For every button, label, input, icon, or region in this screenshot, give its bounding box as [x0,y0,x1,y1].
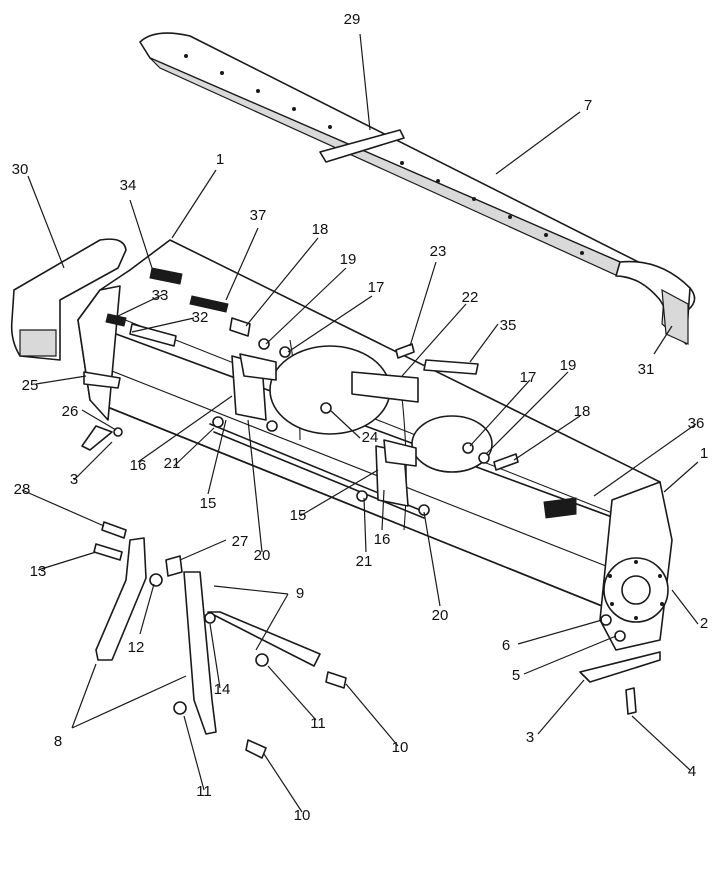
callout-10-upper: 10 [392,739,409,756]
callout-1-right: 1 [700,445,708,462]
callout-21-right: 21 [356,553,373,570]
end-cap [10,238,127,361]
callout-29: 29 [344,11,361,28]
lift-arm-right [183,571,217,735]
callout-15-right: 15 [290,507,307,524]
callout-28: 28 [14,481,31,498]
callout-3-left: 3 [70,471,78,488]
callout-19-top: 19 [340,251,357,268]
callout-25: 25 [22,377,39,394]
callout-26: 26 [62,403,79,420]
callout-34: 34 [120,177,137,194]
callout-33: 33 [152,287,169,304]
lift-arm-left [95,537,147,661]
callout-5: 5 [512,667,520,684]
callout-3-right: 3 [526,729,534,746]
callout-36: 36 [688,415,705,432]
callout-31: 31 [638,361,655,378]
callout-24: 24 [362,429,379,446]
callout-4: 4 [688,763,696,780]
hardware [83,267,637,759]
callout-22: 22 [462,289,479,306]
callout-27: 27 [232,533,249,550]
callout-37: 37 [250,207,267,224]
callout-6: 6 [502,637,510,654]
brace-arm [207,611,321,667]
callout-20-right: 20 [432,607,449,624]
callout-17-top: 17 [368,279,385,296]
mount-bracket-left [231,353,277,421]
callout-10-lower: 10 [294,807,311,824]
callout-21-left: 21 [164,455,181,472]
callout-8: 8 [54,733,62,750]
callout-30: 30 [12,161,29,178]
callout-16-right: 16 [374,531,391,548]
callout-11-lower: 11 [196,783,212,800]
callout-7: 7 [584,97,592,114]
callout-32: 32 [192,309,209,326]
end-plate-right [599,481,673,651]
callout-19-right: 19 [560,357,577,374]
mounting-plate [351,371,419,403]
callout-14: 14 [214,681,231,698]
callout-18-right: 18 [574,403,591,420]
leader-lines [21,33,699,813]
callout-1-top: 1 [216,151,224,168]
callout-13: 13 [30,563,47,580]
decal-35 [423,359,479,375]
callout-16-left: 16 [130,457,147,474]
tine-right [579,651,661,683]
decal-36 [543,497,577,519]
callout-12: 12 [128,639,145,656]
callout-9: 9 [296,585,304,602]
callout-17-right: 17 [520,369,537,386]
tine-left [81,425,113,451]
callout-23: 23 [430,243,447,260]
callout-11-upper: 11 [310,715,326,732]
callout-15-left: 15 [200,495,217,512]
callout-18-top: 18 [312,221,329,238]
callout-35: 35 [500,317,517,334]
callout-2: 2 [700,615,708,632]
shield-hinge-strap [319,129,405,163]
callout-20-left: 20 [254,547,271,564]
callout-labels: 29 7 30 34 1 37 18 19 17 23 22 33 32 35 … [12,11,709,824]
